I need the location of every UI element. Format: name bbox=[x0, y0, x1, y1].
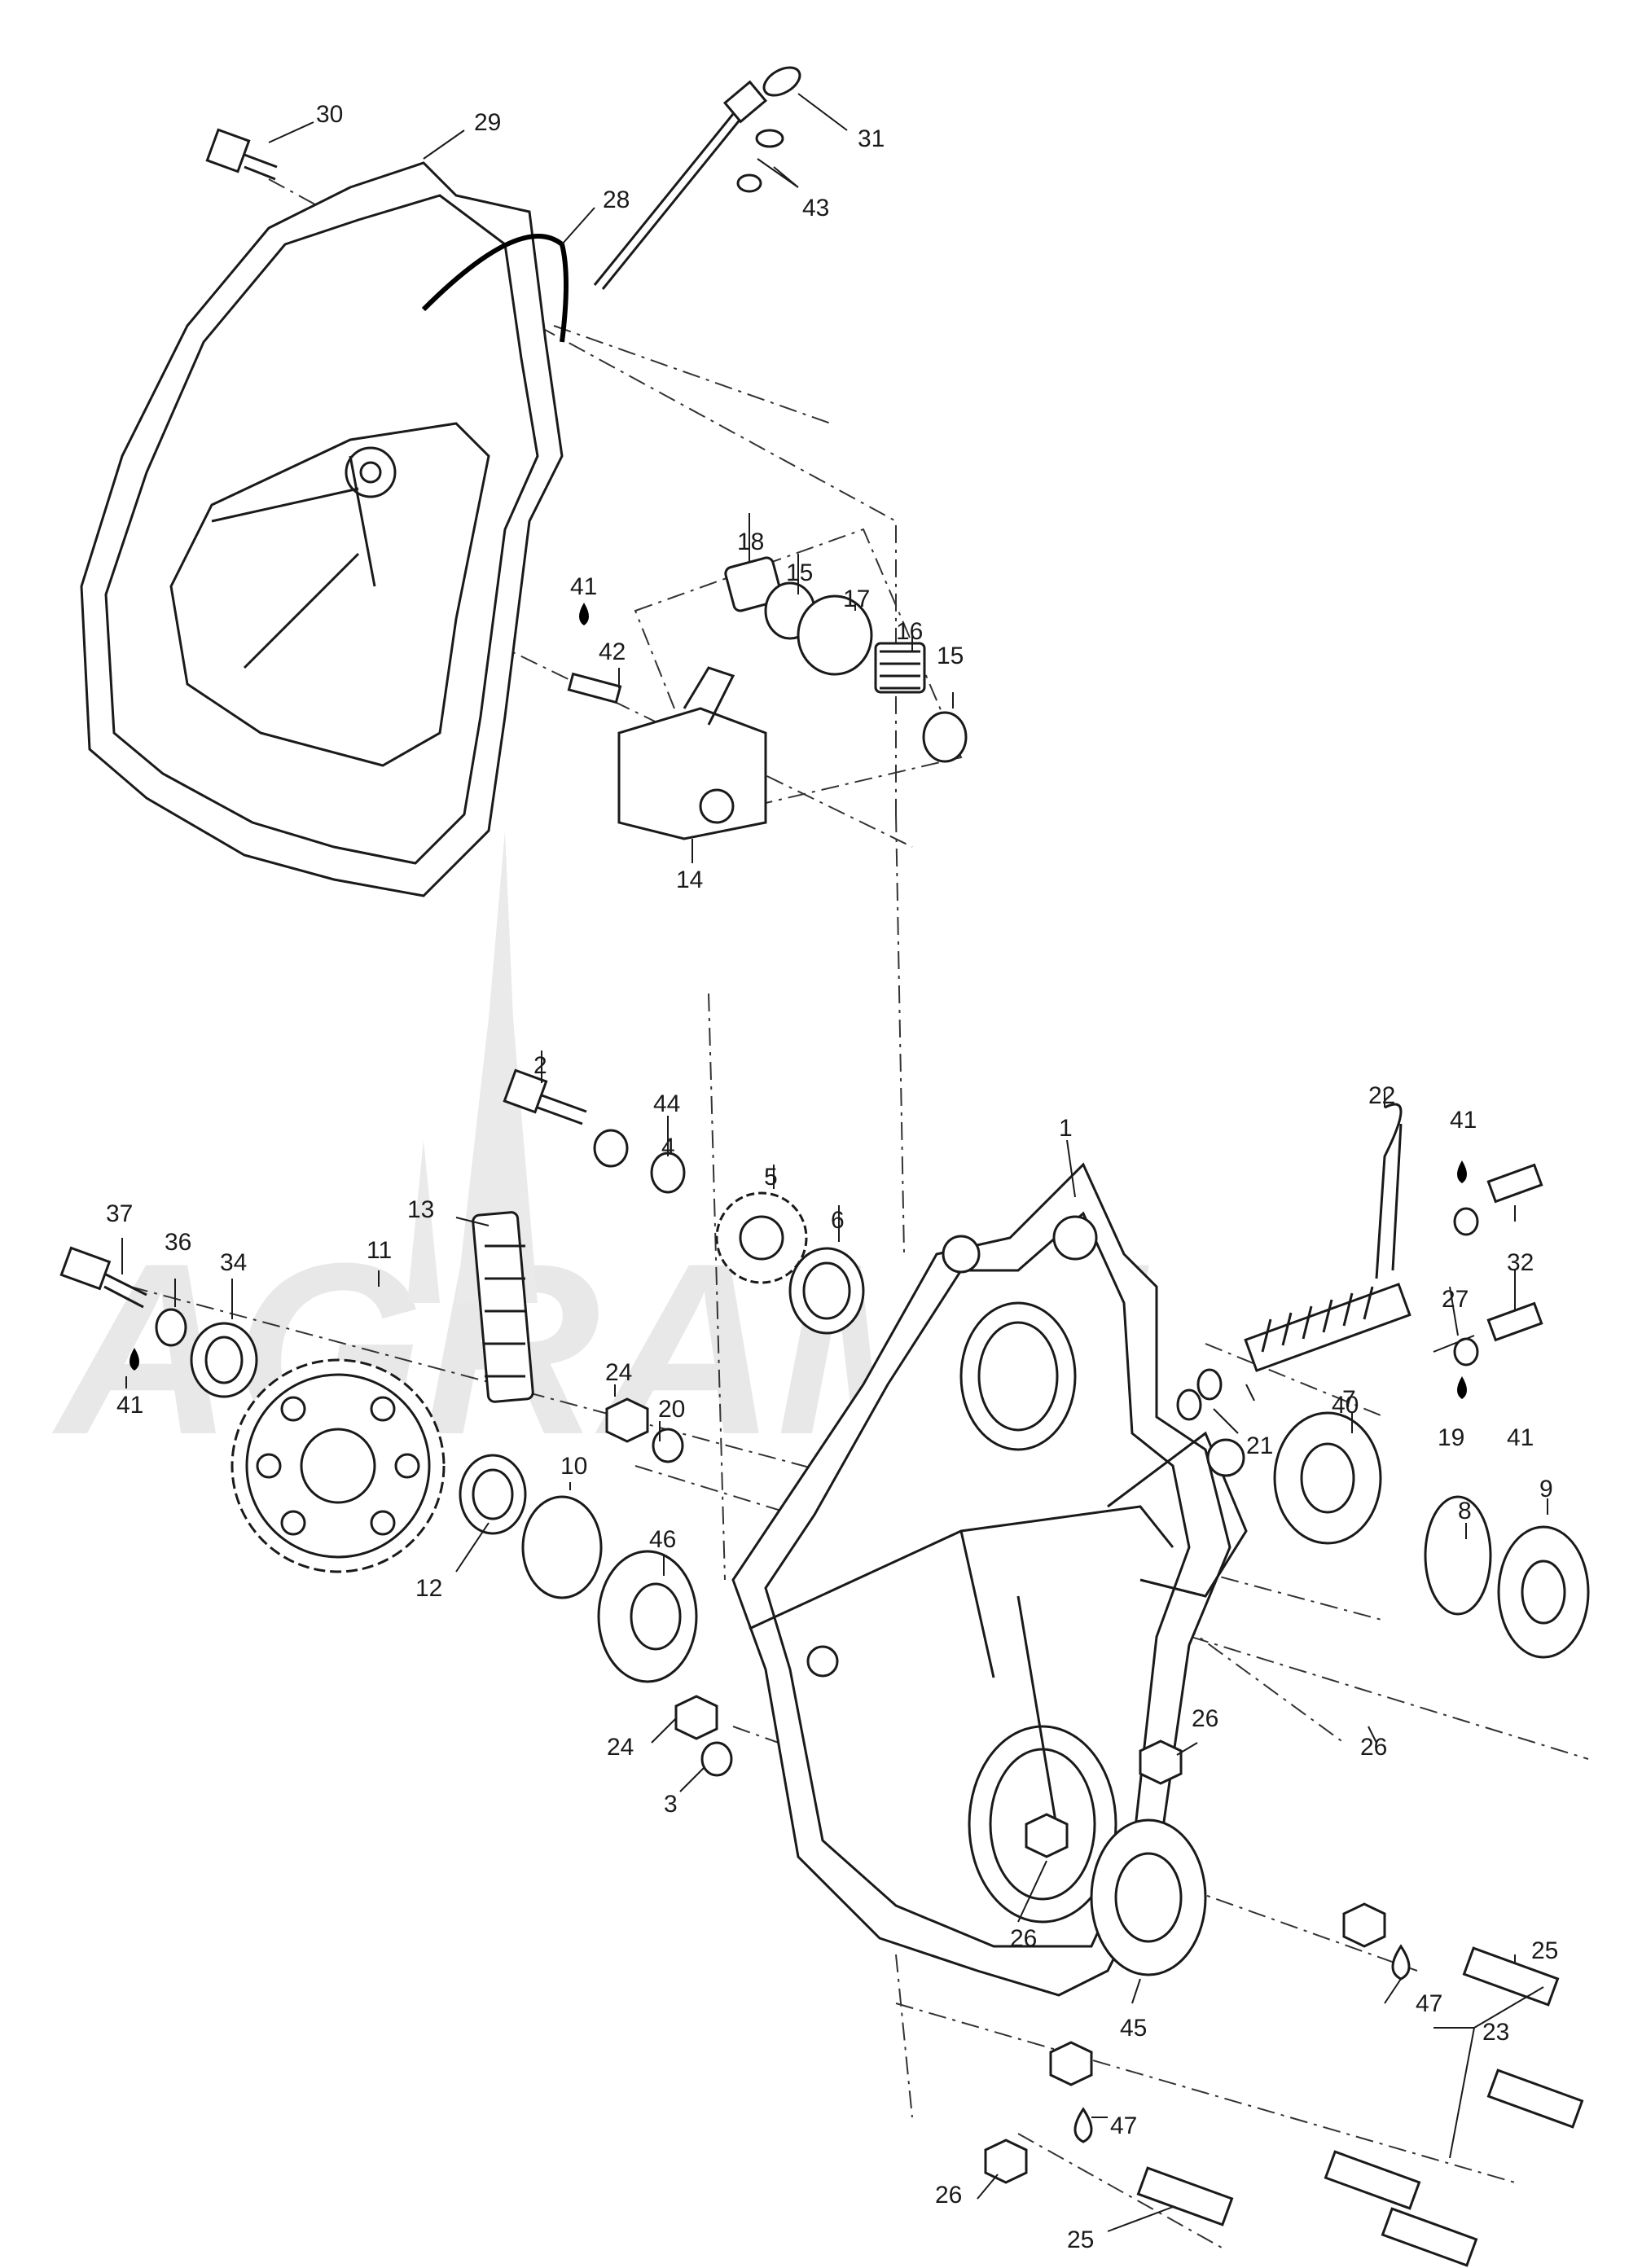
callout-41d: 41 bbox=[1507, 1424, 1534, 1451]
callout-47b: 47 bbox=[1110, 2112, 1137, 2139]
callout-20: 20 bbox=[658, 1396, 685, 1423]
sprocket bbox=[230, 1358, 446, 1573]
top-row-parts bbox=[503, 1068, 865, 1335]
callout-4: 4 bbox=[661, 1134, 675, 1160]
callout-16: 16 bbox=[896, 618, 923, 645]
callout-2: 2 bbox=[533, 1052, 547, 1079]
right-side-parts bbox=[1176, 1103, 1590, 1659]
callout-15a: 15 bbox=[786, 559, 813, 586]
oil-drop-icon bbox=[130, 1348, 139, 1371]
callout-27: 27 bbox=[1442, 1286, 1469, 1313]
callout-1: 1 bbox=[1059, 1115, 1073, 1142]
callout-37: 37 bbox=[106, 1200, 133, 1227]
callout-13: 13 bbox=[407, 1196, 434, 1223]
alignment-lines bbox=[130, 178, 1589, 2248]
callout-26b: 26 bbox=[1360, 1734, 1387, 1761]
callout-24b: 24 bbox=[607, 1734, 634, 1761]
callout-41b: 41 bbox=[116, 1392, 143, 1419]
callout-41a: 41 bbox=[570, 573, 597, 600]
callout-18: 18 bbox=[737, 529, 764, 555]
callout-46: 46 bbox=[649, 1526, 676, 1553]
callout-12: 12 bbox=[415, 1575, 442, 1602]
callout-21: 21 bbox=[1246, 1432, 1273, 1459]
cap-screw-30 bbox=[205, 128, 278, 181]
callout-29: 29 bbox=[474, 109, 501, 136]
cable bbox=[421, 234, 569, 343]
callout-31: 31 bbox=[858, 125, 885, 152]
bottom-parts bbox=[674, 1695, 1584, 2267]
callout-45: 45 bbox=[1120, 2015, 1147, 2042]
callout-labels: 1 2 3 4 5 6 7 8 9 10 11 12 13 14 15 15 1… bbox=[106, 101, 1558, 2253]
callout-8: 8 bbox=[1458, 1498, 1472, 1524]
callout-30: 30 bbox=[316, 101, 343, 128]
callout-41c: 41 bbox=[1450, 1107, 1477, 1134]
chain bbox=[472, 1211, 534, 1403]
callout-47a: 47 bbox=[1416, 1990, 1442, 2017]
callout-7: 7 bbox=[1342, 1386, 1356, 1413]
callout-26a: 26 bbox=[1192, 1705, 1218, 1732]
callout-10: 10 bbox=[560, 1453, 587, 1480]
callout-3: 3 bbox=[664, 1791, 678, 1818]
callout-25b: 25 bbox=[1067, 2226, 1094, 2253]
callout-23: 23 bbox=[1482, 2019, 1509, 2046]
tensioner-assembly bbox=[567, 528, 968, 840]
callout-36: 36 bbox=[165, 1229, 191, 1256]
lubricant-drops bbox=[130, 603, 1467, 2143]
leader-lines bbox=[121, 93, 1548, 2232]
callout-34: 34 bbox=[220, 1249, 247, 1276]
callout-42: 42 bbox=[599, 638, 626, 665]
left-small-parts bbox=[59, 1246, 698, 1683]
oil-drop-icon bbox=[1457, 1160, 1467, 1183]
callout-26d: 26 bbox=[935, 2182, 962, 2209]
dipstick bbox=[593, 66, 801, 290]
callout-25a: 25 bbox=[1531, 1937, 1558, 1964]
callout-9: 9 bbox=[1539, 1476, 1553, 1502]
callout-40: 40 bbox=[1332, 1392, 1359, 1419]
callout-32: 32 bbox=[1507, 1249, 1534, 1276]
grease-drop-icon bbox=[1391, 1944, 1411, 1981]
callout-14: 14 bbox=[676, 866, 703, 893]
callout-5: 5 bbox=[764, 1164, 778, 1191]
callout-19: 19 bbox=[1438, 1424, 1464, 1451]
callout-11: 11 bbox=[367, 1237, 392, 1264]
callout-17: 17 bbox=[843, 586, 870, 612]
callout-43: 43 bbox=[802, 195, 829, 222]
callout-6: 6 bbox=[831, 1207, 845, 1234]
callout-44: 44 bbox=[653, 1090, 680, 1117]
callout-28: 28 bbox=[603, 186, 630, 213]
chaincase-cover bbox=[80, 161, 564, 897]
callout-15b: 15 bbox=[937, 643, 964, 669]
oil-drop-icon bbox=[1457, 1376, 1467, 1399]
callout-24a: 24 bbox=[605, 1359, 632, 1386]
oil-drop-icon bbox=[579, 603, 589, 625]
watermark-cathedral-icon bbox=[407, 831, 538, 1303]
callout-26c: 26 bbox=[1010, 1925, 1037, 1952]
grease-drop-icon bbox=[1073, 2107, 1093, 2143]
callout-22: 22 bbox=[1368, 1082, 1395, 1109]
